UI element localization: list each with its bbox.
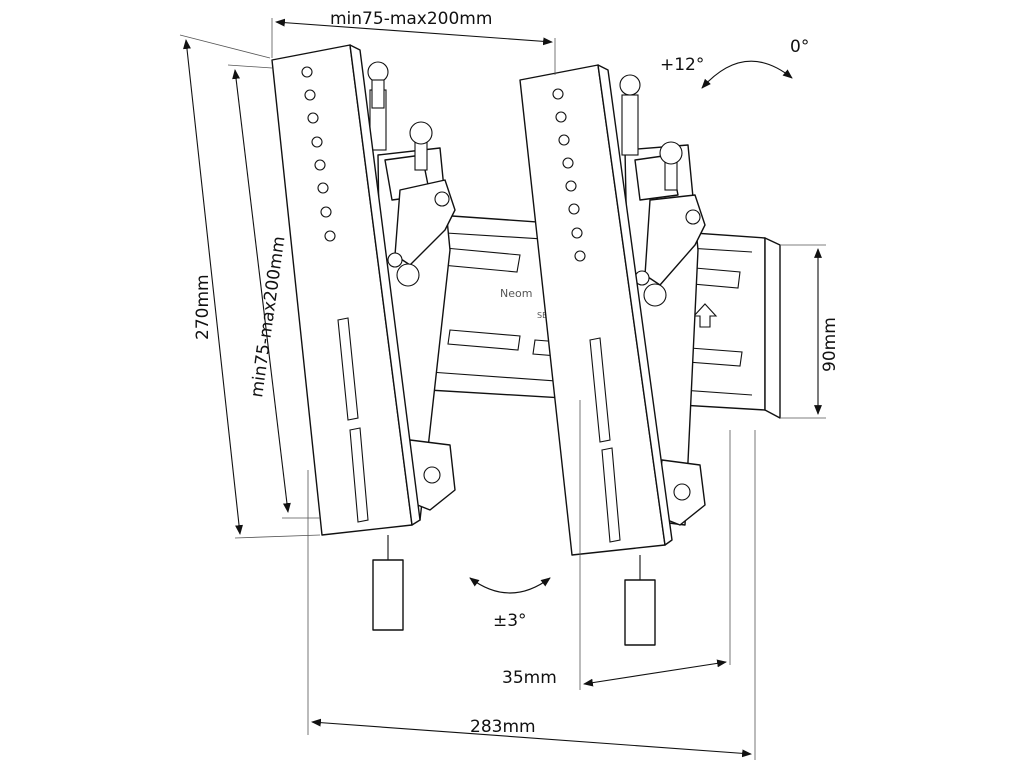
dim-left-height: 270mm <box>179 34 321 539</box>
swivel-label: ±3° <box>493 611 527 631</box>
tilt-forward-label: +12° <box>660 55 704 75</box>
dim-bottom-offset-label: 35mm <box>502 668 557 688</box>
swivel-angle-indicator: ±3° <box>469 577 551 631</box>
dim-right-height: 90mm <box>780 244 840 419</box>
dim-bottom-offset: 35mm <box>502 400 731 690</box>
dim-right-height-label: 90mm <box>820 317 840 372</box>
tilt-zero-label: 0° <box>790 37 809 57</box>
tilt-angle-indicator: +12° 0° <box>660 37 809 89</box>
dim-left-height-label: 270mm <box>193 274 213 340</box>
right-bracket-arm <box>519 64 706 646</box>
brand-logo-text: Neom <box>500 287 532 300</box>
dim-bottom-width-label: 283mm <box>470 717 536 737</box>
left-bracket-arm <box>271 44 456 631</box>
dim-bottom-width: 283mm <box>307 430 756 760</box>
dim-top-width: min75-max200mm <box>271 9 556 75</box>
dim-top-width-label: min75-max200mm <box>330 9 492 29</box>
dim-left-inner-height-label: min75-max200mm <box>247 235 289 399</box>
